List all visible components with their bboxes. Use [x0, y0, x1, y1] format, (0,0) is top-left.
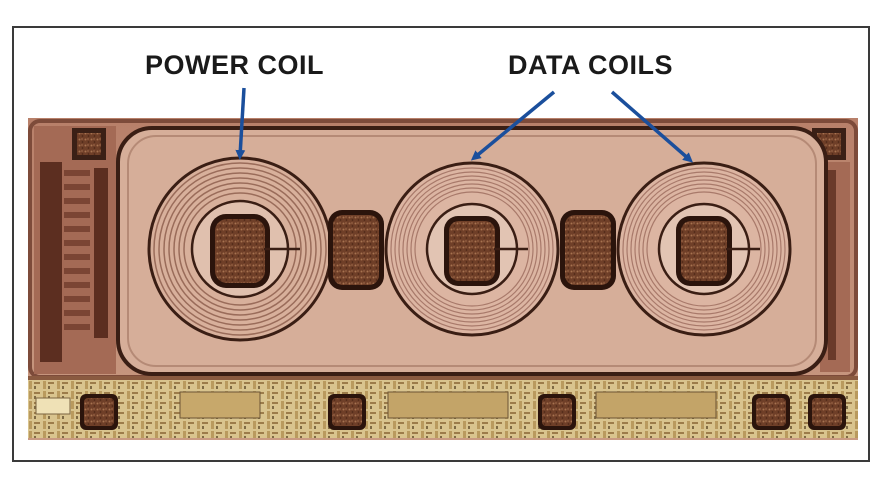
power-coil-label: POWER COIL	[145, 50, 324, 80]
data-coil-arrow-2	[610, 90, 694, 163]
power-coil-arrow	[235, 87, 246, 160]
left-vias	[64, 170, 90, 330]
left-pad-column	[40, 162, 108, 362]
bottom-bond-pads	[80, 394, 846, 430]
power-coil	[147, 156, 333, 342]
data-coil-1	[384, 161, 560, 337]
bond-pad-1	[328, 210, 384, 290]
data-coil-arrow-1	[470, 90, 556, 161]
data-coil-2	[616, 161, 792, 337]
data-coils-label: DATA COILS	[508, 50, 673, 80]
bottom-circuitry	[28, 376, 858, 438]
bond-pad-2	[560, 210, 616, 290]
